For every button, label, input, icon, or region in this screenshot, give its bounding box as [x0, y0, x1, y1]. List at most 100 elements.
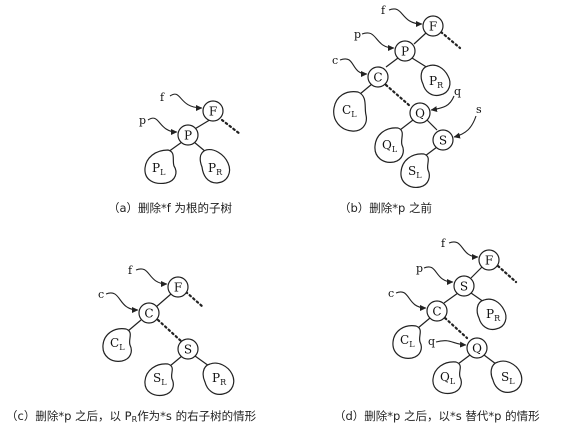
subtree-pr — [199, 149, 231, 184]
edge-P-C — [385, 57, 399, 68]
edge-F-right-dotted — [439, 30, 462, 50]
node-c — [138, 302, 160, 324]
node-s-label: S — [439, 134, 447, 148]
subtree-ql — [432, 361, 462, 395]
subtree-ql-label: QL — [382, 138, 398, 154]
pointer-f-label: f — [160, 91, 165, 104]
edge-Q-S — [426, 119, 438, 131]
edge-F-C — [155, 293, 172, 308]
node-f — [202, 100, 224, 122]
edge-Q-QL — [399, 119, 414, 131]
node-f — [478, 249, 500, 271]
node-q-label: Q — [415, 107, 425, 121]
pointer-f-arrow — [388, 8, 423, 27]
pointer-c-arrow — [339, 58, 368, 77]
caption-c: （c）删除*p 之后，以 PR作为*s 的右子树的情形 — [6, 409, 257, 424]
pointer-f-label: f — [441, 237, 446, 250]
caption-d: （d）删除*p 之后，以*s 替代*p 的情形 — [334, 409, 540, 423]
pointer-f-label: f — [128, 264, 133, 277]
subtree-pl-label: PL — [152, 161, 166, 177]
node-f-label: F — [485, 254, 493, 268]
subtree-cl-label: CL — [342, 103, 357, 119]
edge-C-CL — [417, 317, 431, 329]
subtree-pr — [202, 362, 235, 395]
pointer-c-label: c — [388, 287, 394, 300]
node-c — [367, 66, 389, 88]
pointer-p-label: p — [416, 262, 423, 275]
pointer-s-label: s — [476, 103, 482, 116]
pointer-p-arrow — [423, 266, 454, 285]
pointer-q-arrow — [435, 340, 467, 348]
pointer-f-arrow — [169, 93, 203, 111]
edge-C-Q-dotted — [443, 316, 469, 340]
subtree-pl — [144, 149, 177, 185]
node-s — [177, 338, 199, 360]
node-q-label: Q — [472, 342, 482, 356]
edge-F-right-dotted — [220, 118, 242, 136]
pointer-p-arrow — [147, 117, 178, 135]
pointer-c-label: c — [98, 288, 104, 301]
node-f-label: F — [174, 281, 182, 295]
pointer-p-label: p — [139, 114, 146, 127]
pointer-q-label: q — [454, 85, 461, 98]
edge-Q-SL — [483, 354, 497, 365]
node-p-label: P — [184, 129, 192, 143]
pointer-f-arrow — [135, 268, 168, 287]
pointer-s-arrow — [453, 115, 477, 139]
subtree-pr-label: PR — [486, 307, 501, 323]
pointer-q-arrow — [430, 95, 455, 113]
node-p — [177, 124, 199, 146]
edge-F-P — [413, 32, 427, 45]
node-p-label: P — [401, 45, 409, 59]
node-f-label: F — [209, 105, 217, 119]
node-s — [453, 275, 475, 297]
subtree-sl — [400, 153, 430, 188]
edge-C-CL — [359, 83, 373, 95]
subtree-pr — [476, 298, 507, 331]
node-q — [466, 337, 488, 359]
node-c-label: C — [144, 307, 153, 321]
edge-Q-QL — [457, 354, 471, 365]
edge-F-S — [470, 266, 483, 279]
panel-d: F S C Q PR CL QL SL f p c q （d）删除*p 之后，以… — [334, 237, 540, 423]
edge-F-right-dotted — [184, 290, 205, 309]
node-q — [409, 102, 431, 124]
node-p — [394, 40, 416, 62]
node-c-label: C — [432, 305, 441, 319]
pointer-c-arrow — [105, 292, 139, 313]
edge-S-PR — [194, 355, 210, 367]
node-c-label: C — [373, 71, 382, 85]
edge-S-SL — [169, 355, 183, 367]
subtree-sl-label: SL — [501, 370, 515, 386]
pointer-q-label: q — [428, 335, 435, 348]
edge-C-S-dotted — [156, 318, 183, 343]
subtree-sl-label: SL — [153, 371, 167, 387]
pointer-f-label: f — [381, 4, 386, 17]
panel-b: F P C Q S PR CL QL SL f p c q s （b）删除*p … — [332, 4, 482, 215]
node-s-label: S — [184, 343, 192, 357]
subtree-sl — [490, 360, 523, 393]
edge-P-PR — [411, 57, 429, 69]
pointer-p-arrow — [361, 32, 395, 51]
node-f — [167, 276, 189, 298]
pointer-p-label: p — [354, 28, 361, 41]
subtree-cl-label: CL — [110, 336, 125, 352]
subtree-sl — [144, 363, 174, 397]
node-f — [422, 15, 444, 37]
subtree-cl — [333, 91, 367, 132]
node-c — [426, 300, 448, 322]
pointer-f-arrow — [448, 241, 479, 260]
panel-a: F P PL PR f p （a）删除*f 为根的子树 — [108, 91, 242, 215]
edge-C-CL — [127, 319, 142, 332]
caption-b: （b）删除*p 之前 — [339, 201, 432, 215]
edge-F-right-dotted — [496, 264, 518, 284]
subtree-cl — [102, 328, 132, 362]
node-f-label: F — [429, 20, 437, 34]
subtree-pr-label: PR — [208, 161, 223, 177]
node-s-label: S — [460, 280, 468, 294]
edge-S-C — [443, 292, 459, 304]
edge-S-SL — [424, 146, 438, 157]
subtree-pr-label: PR — [212, 371, 227, 387]
subtree-sl-label: SL — [408, 164, 422, 180]
